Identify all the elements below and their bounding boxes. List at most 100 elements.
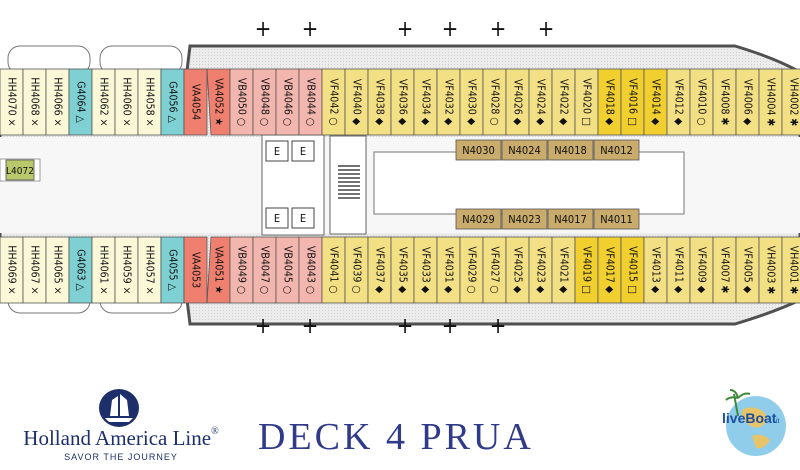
cabin-vf4014[interactable]: VF4014 ◆ [643, 68, 668, 136]
cabin-g4055[interactable]: G4055 △ [160, 236, 185, 304]
cabin-box [781, 236, 800, 304]
cabin-hh4067[interactable]: HH4067 × [22, 236, 47, 304]
cabin-n4011[interactable]: N4011 [593, 208, 640, 230]
cabin-vf4031[interactable]: VF4031 ◆ [436, 236, 461, 304]
cabin-number: VF4014 ◆ [650, 79, 662, 126]
cabin-vf4030[interactable]: VF4030 ◆ [459, 68, 484, 136]
cabin-vf4024[interactable]: VF4024 ◆ [528, 68, 553, 136]
cabin-vf4028[interactable]: VF4028 ○ [482, 68, 507, 136]
side-cabin[interactable]: L4072 [5, 159, 35, 181]
cabin-vf4015[interactable]: VF4015 □ [620, 236, 645, 304]
cabin-vf4027[interactable]: VF4027 ○ [482, 236, 507, 304]
cabin-hh4069[interactable]: HH4069 × [0, 236, 24, 304]
cabin-va4052[interactable]: VA4052 ★ [206, 68, 231, 136]
cabin-vf4013[interactable]: VF4013 ◆ [643, 236, 668, 304]
cabin-hh4060[interactable]: HH4060 × [114, 68, 139, 136]
cabin-vf4021[interactable]: VF4021 ◆ [551, 236, 576, 304]
cabin-hh4057[interactable]: HH4057 × [137, 236, 162, 304]
cabin-vb4046[interactable]: VB4046 ○ [275, 68, 300, 136]
cabin-vf4010[interactable]: VF4010 ○ [689, 68, 714, 136]
cabin-vf4020[interactable]: VF4020 □ [574, 68, 599, 136]
cabin-number: G4064 △ [75, 81, 87, 123]
cabin-vb4044[interactable]: VB4044 ○ [298, 68, 323, 136]
globe-icon [725, 389, 786, 456]
cabin-vf4041[interactable]: VF4041 ○ [321, 236, 346, 304]
cabin-vf4019[interactable]: VF4019 □ [574, 236, 599, 304]
cabin-vf4005[interactable]: VF4005 ◆ [735, 236, 760, 304]
cabin-number: VF4031 ◆ [443, 247, 455, 294]
cabin-vb4048[interactable]: VB4048 ○ [252, 68, 277, 136]
cabin-vf4009[interactable]: VF4009 ◆ [689, 236, 714, 304]
cabin-hh4058[interactable]: HH4058 × [137, 68, 162, 136]
cabin-vb4049[interactable]: VB4049 ○ [229, 236, 254, 304]
cabin-vf4037[interactable]: VF4037 ◆ [367, 236, 392, 304]
cabin-vh4004[interactable]: VH4004 ✱ [758, 68, 783, 136]
cabin-vf4026[interactable]: VF4026 ◆ [505, 68, 530, 136]
cabin-number: VF4012 ◆ [673, 79, 685, 126]
cabin-number: G4055 △ [167, 249, 179, 291]
cabin-number: VF4027 ○ [489, 246, 501, 293]
cabin-vf4011[interactable]: VF4011 ◆ [666, 236, 691, 304]
cabin-va4053[interactable]: VA4053 [183, 236, 208, 304]
cabin-g4056[interactable]: G4056 △ [160, 68, 185, 136]
cabin-hh4066[interactable]: HH4066 × [45, 68, 70, 136]
cabin-vf4033[interactable]: VF4033 ◆ [413, 236, 438, 304]
cabin-hh4062[interactable]: HH4062 × [91, 68, 116, 136]
cabin-vb4050[interactable]: VB4050 ○ [229, 68, 254, 136]
cabin-vf4034[interactable]: VF4034 ◆ [413, 68, 438, 136]
cabin-vf4023[interactable]: VF4023 ◆ [528, 236, 553, 304]
cabin-va4054[interactable]: VA4054 [183, 68, 208, 136]
cabin-n4012[interactable]: N4012 [593, 139, 640, 161]
cabin-vh4001[interactable]: VH4001 ✱ [781, 236, 800, 304]
cabin-va4051[interactable]: VA4051 ★ [206, 236, 231, 304]
cabin-hh4068[interactable]: HH4068 × [22, 68, 47, 136]
cabin-vf4038[interactable]: VF4038 ◆ [367, 68, 392, 136]
cabin-n4030[interactable]: N4030 [455, 139, 502, 161]
cabin-box [455, 139, 502, 161]
cabin-vf4017[interactable]: VF4017 ◆ [597, 236, 622, 304]
cabin-vf4008[interactable]: VF4008 ✱ [712, 68, 737, 136]
cabin-box [183, 236, 208, 304]
cabin-n4017[interactable]: N4017 [547, 208, 594, 230]
cabin-vf4029[interactable]: VF4029 ○ [459, 236, 484, 304]
cabin-g4063[interactable]: G4063 △ [68, 236, 93, 304]
cabin-hh4070[interactable]: HH4070 × [0, 68, 24, 136]
cabin-vf4025[interactable]: VF4025 ◆ [505, 236, 530, 304]
holland-america-logo: Holland America Line® SAVOR THE JOURNEY [6, 388, 236, 470]
cabin-n4018[interactable]: N4018 [547, 139, 594, 161]
cabin-vf4039[interactable]: VF4039 ○ [344, 236, 369, 304]
cabin-n4029[interactable]: N4029 [455, 208, 502, 230]
cabin-n4024[interactable]: N4024 [501, 139, 548, 161]
plus-marker-bottom: + [302, 314, 319, 339]
cabin-vf4018[interactable]: VF4018 ◆ [597, 68, 622, 136]
cabin-vf4006[interactable]: VF4006 ◆ [735, 68, 760, 136]
cabin-number: VB4050 ○ [236, 78, 248, 126]
cabin-vf4032[interactable]: VF4032 ◆ [436, 68, 461, 136]
cabin-hh4059[interactable]: HH4059 × [114, 236, 139, 304]
cabin-vf4016[interactable]: VF4016 □ [620, 68, 645, 136]
cabin-vf4012[interactable]: VF4012 ◆ [666, 68, 691, 136]
cabin-vh4002[interactable]: VH4002 ✱ [781, 68, 800, 136]
cabin-vf4036[interactable]: VF4036 ◆ [390, 68, 415, 136]
cabin-vf4042[interactable]: VF4042 ○ [321, 68, 346, 136]
cabin-g4064[interactable]: G4064 △ [68, 68, 93, 136]
cabin-number: N4029 [462, 213, 495, 226]
cabin-number: VF4026 ◆ [512, 79, 524, 126]
cabin-box [501, 139, 548, 161]
cabin-vb4043[interactable]: VB4043 ○ [298, 236, 323, 304]
cabin-number: VF4020 □ [581, 78, 593, 126]
cabin-number: HH4061 × [98, 245, 110, 294]
cabin-vb4047[interactable]: VB4047 ○ [252, 236, 277, 304]
cabin-hh4061[interactable]: HH4061 × [91, 236, 116, 304]
cabin-number: N4030 [462, 144, 495, 157]
cabin-hh4065[interactable]: HH4065 × [45, 236, 70, 304]
cabin-number: VF4037 ◆ [374, 247, 386, 294]
cabin-vh4003[interactable]: VH4003 ✱ [758, 236, 783, 304]
cabin-number: VB4049 ○ [236, 246, 248, 294]
cabin-vf4022[interactable]: VF4022 ◆ [551, 68, 576, 136]
cabin-n4023[interactable]: N4023 [501, 208, 548, 230]
cabin-vf4007[interactable]: VF4007 ✱ [712, 236, 737, 304]
cabin-vb4045[interactable]: VB4045 ○ [275, 236, 300, 304]
cabin-vf4035[interactable]: VF4035 ◆ [390, 236, 415, 304]
cabin-vf4040[interactable]: VF4040 ◆ [344, 68, 369, 136]
